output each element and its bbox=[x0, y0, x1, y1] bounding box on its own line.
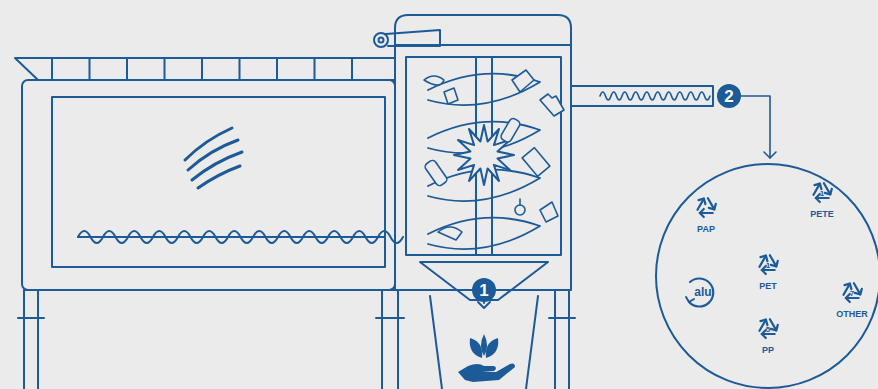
recycle-arrowhead bbox=[816, 194, 820, 202]
recycle-arrowhead bbox=[761, 320, 768, 326]
arrow-head bbox=[478, 302, 490, 308]
recycle-arrowhead bbox=[699, 199, 706, 205]
conveyor-flight bbox=[600, 92, 710, 100]
callout-circle bbox=[717, 84, 741, 108]
recycle-arrowhead bbox=[762, 330, 766, 338]
discharge-funnel bbox=[420, 262, 548, 300]
recycle-arrowhead bbox=[762, 266, 766, 274]
screw-flight bbox=[78, 231, 403, 243]
waste-items bbox=[424, 70, 564, 240]
hopper-rib bbox=[164, 58, 166, 80]
recycle-arrowhead bbox=[855, 289, 862, 295]
recycle-arrowhead bbox=[825, 189, 832, 195]
hopper-ribs bbox=[52, 58, 352, 80]
material-label: alu bbox=[694, 286, 711, 298]
material-label: PETE bbox=[810, 210, 834, 219]
arrow-head bbox=[764, 152, 776, 158]
collection-bin bbox=[430, 296, 538, 389]
hopper-rib bbox=[239, 58, 241, 80]
leader-line bbox=[741, 96, 770, 158]
resin-code-number: 7 bbox=[850, 290, 854, 298]
recycle-arrowhead bbox=[771, 325, 778, 331]
resin-code-number: 1 bbox=[820, 190, 824, 198]
hopper-rib bbox=[314, 58, 316, 80]
hopper-rib bbox=[276, 58, 278, 80]
claw-marks bbox=[185, 128, 242, 188]
recycle-arrowhead bbox=[846, 294, 850, 302]
rotor-spiral bbox=[428, 74, 540, 249]
material-label: PAP bbox=[697, 225, 715, 234]
hopper-rib bbox=[351, 58, 353, 80]
recycle-arrowhead bbox=[771, 261, 778, 267]
organic-icon bbox=[458, 334, 515, 382]
machine-legs bbox=[18, 290, 575, 389]
resin-code-number: 5 bbox=[766, 326, 770, 334]
leader-line bbox=[483, 302, 485, 303]
callout-number: 1 bbox=[479, 282, 488, 299]
hopper-rib bbox=[51, 58, 53, 80]
recycle-arrowhead bbox=[700, 209, 704, 217]
material-label: OTHER bbox=[836, 310, 868, 319]
callout-number: 2 bbox=[724, 88, 733, 105]
hopper-rib bbox=[126, 58, 128, 80]
alu-symbol bbox=[686, 278, 713, 306]
recycle-arrowhead bbox=[761, 256, 768, 262]
material-label: PET bbox=[759, 282, 777, 291]
recycle-arrowhead bbox=[815, 184, 822, 190]
hopper-rim bbox=[15, 58, 395, 80]
separator-window bbox=[406, 57, 561, 255]
callout-circle bbox=[472, 278, 496, 302]
recycle-arrowhead bbox=[709, 204, 716, 210]
hopper-rib bbox=[89, 58, 91, 80]
screw-shaft bbox=[78, 236, 385, 238]
separator-housing bbox=[395, 15, 571, 290]
output-circle bbox=[656, 164, 878, 388]
hopper-rib bbox=[201, 58, 203, 80]
outlet-conveyor bbox=[571, 86, 713, 106]
resin-code-number: 1 bbox=[766, 262, 770, 270]
shredder-body bbox=[22, 80, 395, 290]
hinge bbox=[374, 30, 440, 47]
material-label: PP bbox=[762, 346, 774, 355]
recycle-arrowhead bbox=[845, 284, 852, 290]
